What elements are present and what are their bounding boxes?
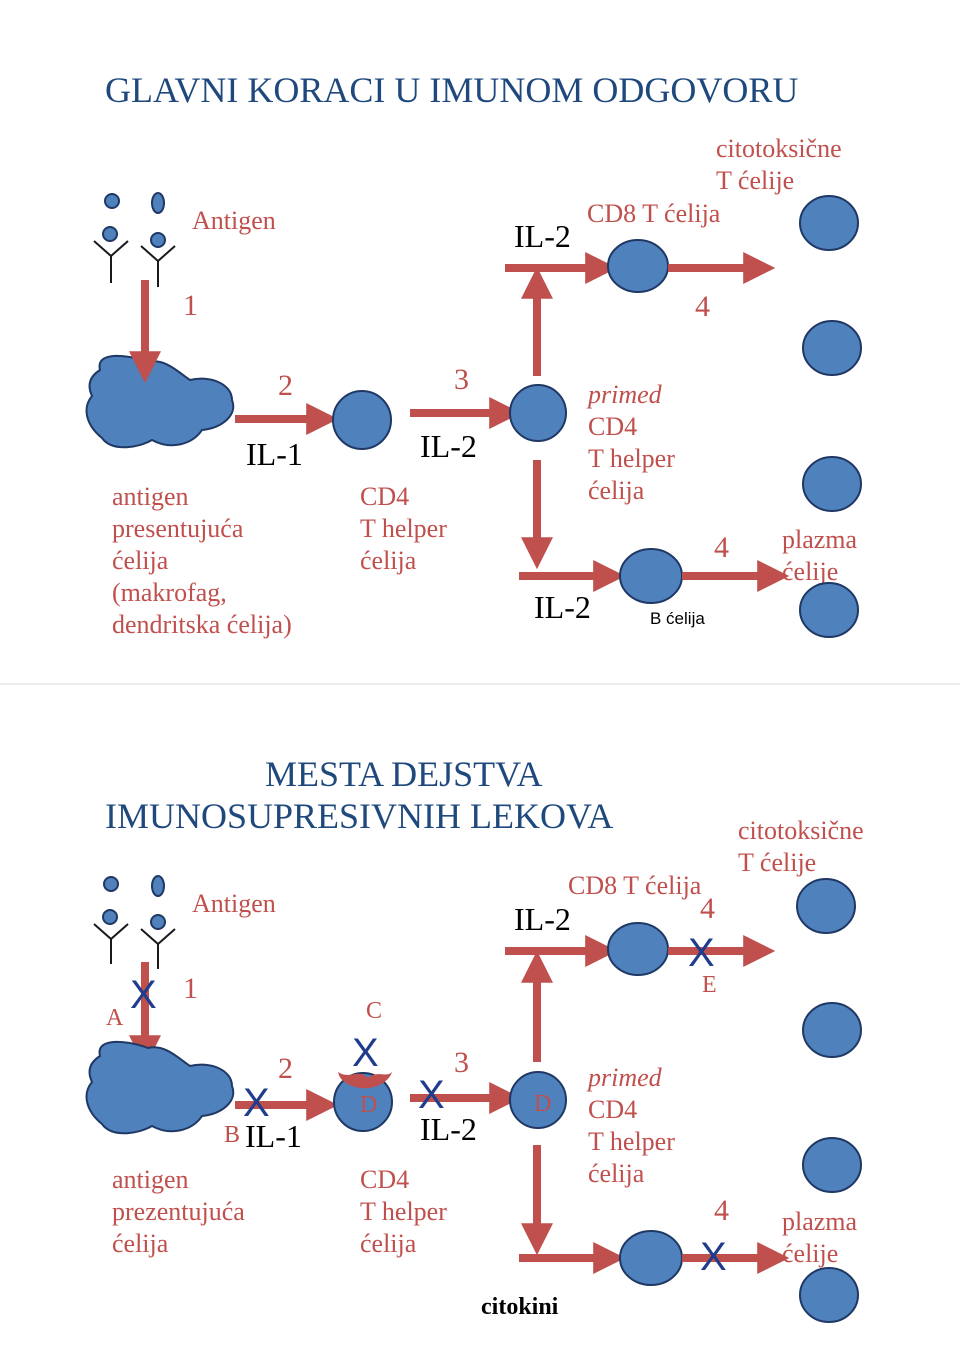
site-c-label: C — [366, 998, 382, 1024]
antigen-particle-icon — [102, 226, 118, 242]
il2-label-a: IL-2 — [420, 428, 477, 464]
cytotoxic-label: citotoksične T ćelije — [716, 134, 848, 195]
site-a-label: A — [106, 1005, 124, 1031]
antigen-particle-icon — [151, 875, 165, 897]
antigen-particle-icon — [151, 192, 165, 214]
step-3-label: 3 — [454, 363, 469, 396]
b-cell-icon — [619, 548, 683, 604]
antibody-receptor-icon — [140, 928, 176, 969]
top-panel: GLAVNI KORACI U IMUNOM ODGOVORU Antigen … — [85, 70, 864, 639]
site-e-label: E — [702, 972, 717, 998]
apc-label-bottom: antigen prezentujuća ćelija — [112, 1165, 251, 1258]
step-4a-label-bottom: 4 — [700, 892, 715, 925]
plasma-cell-icon — [799, 1267, 859, 1323]
b-cell-icon — [619, 1230, 683, 1286]
primed-cd4-label: primed CD4 T helper ćelija — [586, 380, 681, 505]
block-mark-c: X — [352, 1031, 379, 1075]
step-1-label-bottom: 1 — [183, 972, 198, 1005]
il2-label-c: IL-2 — [534, 589, 591, 625]
antigen-label-bottom: Antigen — [192, 889, 276, 918]
block-mark-d: X — [418, 1073, 445, 1117]
antibody-receptor-icon — [93, 240, 129, 283]
b-cell-label: B ćelija — [650, 609, 705, 628]
receptor-blocker-icon — [338, 1072, 392, 1089]
block-mark-a: X — [130, 973, 157, 1017]
block-mark-f: X — [700, 1235, 727, 1279]
il1-label-bottom: IL-1 — [245, 1118, 302, 1154]
step-3-label-bottom: 3 — [454, 1046, 469, 1079]
antigen-presenting-cell-icon — [85, 354, 235, 449]
cytokines-label: citokini — [481, 1294, 559, 1320]
step-4b-label: 4 — [714, 531, 729, 564]
step-2-label-bottom: 2 — [278, 1052, 293, 1085]
step-4a-label: 4 — [695, 290, 710, 323]
cytotoxic-cell-icon — [802, 320, 862, 376]
il1-label: IL-1 — [246, 436, 303, 472]
cytotoxic-label-bottom: citotoksične T ćelije — [738, 816, 870, 877]
cytotoxic-cell-icon — [799, 195, 859, 251]
block-mark-b: X — [243, 1081, 270, 1125]
antigen-presenting-cell-icon — [85, 1040, 235, 1135]
plasma-cell-icon — [802, 1137, 862, 1193]
step-1-label: 1 — [183, 289, 198, 322]
il2-label-b: IL-2 — [514, 218, 571, 254]
antibody-receptor-icon — [140, 245, 176, 287]
antigen-icon-group — [93, 192, 176, 287]
primed-cd4-cell-icon — [509, 1071, 567, 1129]
cd8-label: CD8 T ćelija — [587, 199, 721, 228]
bottom-panel: MESTA DEJSTVA IMUNOSUPRESIVNIH LEKOVA An… — [85, 754, 870, 1323]
bottom-title: MESTA DEJSTVA IMUNOSUPRESIVNIH LEKOVA — [105, 754, 613, 836]
cd4-t-helper-cell-icon — [333, 1072, 393, 1132]
plasma-label-bottom: plazma ćelije — [782, 1207, 864, 1268]
plasma-cell-icon — [799, 582, 859, 638]
top-title: GLAVNI KORACI U IMUNOM ODGOVORU — [105, 70, 798, 110]
cd4-label-bottom: CD4 T helper ćelija — [360, 1165, 453, 1258]
plasma-cell-icon — [802, 456, 862, 512]
il2-label-a-bottom: IL-2 — [420, 1111, 477, 1147]
cd8-label-bottom: CD8 T ćelija — [568, 871, 702, 900]
antigen-particle-icon — [103, 876, 119, 892]
cytotoxic-cell-icon — [796, 878, 856, 934]
antigen-particle-icon — [102, 909, 118, 925]
site-b-label: B — [224, 1122, 240, 1148]
antigen-particle-icon — [104, 193, 120, 209]
plasma-label: plazma ćelije — [782, 525, 864, 586]
site-d1-label: D — [360, 1092, 377, 1118]
primed-cd4-label-bottom: primed CD4 T helper ćelija — [586, 1063, 681, 1188]
primed-cd4-cell-icon — [509, 384, 567, 442]
antibody-receptor-icon — [93, 923, 129, 964]
il2-label-b-bottom: IL-2 — [514, 901, 571, 937]
block-mark-e: X — [688, 931, 715, 975]
step-2-label: 2 — [278, 369, 293, 402]
cd4-t-helper-cell-icon — [332, 390, 392, 450]
antigen-particle-icon — [150, 914, 166, 930]
cd4-label: CD4 T helper ćelija — [360, 482, 453, 575]
antigen-label: Antigen — [192, 206, 276, 235]
site-d2-label: D — [534, 1091, 551, 1117]
cytotoxic-cell-icon — [802, 1002, 862, 1058]
step-4b-label-bottom: 4 — [714, 1194, 729, 1227]
cd8-t-cell-icon — [607, 239, 669, 293]
cd8-t-cell-icon — [607, 922, 669, 976]
antigen-icon-group-bottom — [93, 875, 176, 969]
antigen-particle-icon — [150, 232, 166, 248]
apc-label: antigen presentujuća ćelija (makrofag, d… — [112, 482, 292, 639]
